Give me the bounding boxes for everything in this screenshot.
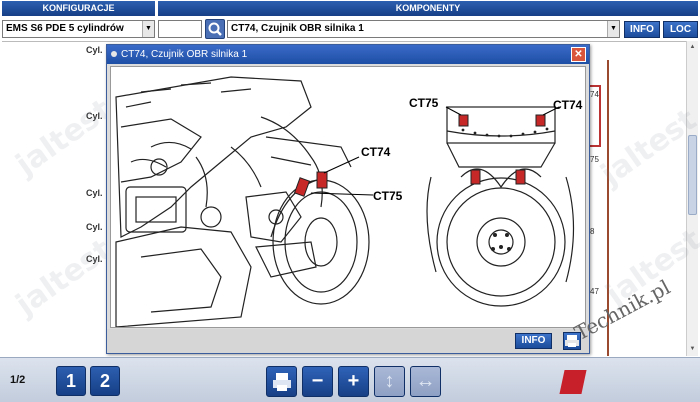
component-diagram (110, 66, 586, 328)
page-2-button[interactable]: 2 (90, 366, 120, 396)
page-1-button[interactable]: 1 (56, 366, 86, 396)
scroll-up-icon[interactable]: ▲ (689, 44, 696, 50)
cyl-label: Cyl. (86, 254, 103, 264)
chevron-down-icon[interactable]: ▼ (142, 21, 154, 37)
callout-ct74-right: CT74 (553, 98, 583, 112)
doc-number: 47 (590, 287, 599, 296)
component-dialog: CT74, Czujnik OBR silnika 1 ✕ (106, 44, 590, 354)
konfiguracje-header: KONFIGURACJE (2, 1, 155, 16)
scroll-down-icon[interactable]: ▼ (689, 346, 696, 352)
callout-ct75-left: CT75 (373, 189, 403, 203)
highlight-frame (585, 85, 601, 147)
cyl-label: Cyl. (86, 188, 103, 198)
fit-width-button[interactable]: ↔ (410, 366, 441, 397)
zoom-out-button[interactable]: − (302, 366, 333, 397)
zoom-in-button[interactable]: + (338, 366, 369, 397)
callout-ct75-right: CT75 (409, 96, 439, 110)
cyl-label: Cyl. (86, 111, 103, 121)
vertical-arrows-icon: ↕ (384, 370, 395, 392)
wiring-line (607, 60, 609, 356)
info-button[interactable]: INFO (624, 21, 660, 38)
configuration-select-value: EMS S6 PDE 5 cylindrów (6, 23, 124, 34)
callout-ct74-left: CT74 (361, 145, 391, 159)
engine-illustration (115, 76, 575, 327)
component-select-value: CT74, Czujnik OBR silnika 1 (231, 23, 364, 34)
scroll-thumb[interactable] (688, 135, 697, 215)
horizontal-arrows-icon: ↔ (415, 370, 436, 392)
plus-icon: + (347, 370, 360, 392)
cyl-label: Cyl. (86, 45, 103, 55)
close-button[interactable]: ✕ (571, 47, 586, 62)
dialog-info-button[interactable]: INFO (515, 333, 552, 349)
filter-input[interactable] (158, 20, 202, 38)
search-icon (208, 22, 222, 36)
cyl-label: Cyl. (86, 222, 103, 232)
doc-number: 75 (590, 155, 599, 164)
komponenty-header: KOMPONENTY (158, 1, 698, 16)
chevron-down-icon[interactable]: ▼ (607, 21, 619, 37)
configuration-select[interactable]: EMS S6 PDE 5 cylindrów ▼ (2, 20, 155, 38)
print-icon (565, 335, 579, 347)
dialog-title: CT74, Czujnik OBR silnika 1 (121, 49, 248, 60)
dialog-titlebar[interactable]: CT74, Czujnik OBR silnika 1 (107, 45, 589, 64)
page-indicator: 1/2 (10, 374, 26, 386)
doc-number: 8 (590, 227, 595, 236)
minus-icon: − (311, 370, 324, 392)
close-icon: ✕ (574, 49, 583, 60)
print-button[interactable] (266, 366, 297, 397)
dialog-footer (107, 329, 589, 353)
doc-number: 74 (590, 90, 599, 99)
component-select[interactable]: CT74, Czujnik OBR silnika 1 ▼ (227, 20, 620, 38)
window-icon (111, 51, 117, 57)
search-button[interactable] (205, 19, 225, 39)
printer-icon (272, 373, 291, 391)
dialog-print-button[interactable] (563, 332, 581, 350)
fit-height-button[interactable]: ↕ (374, 366, 405, 397)
loc-button[interactable]: LOC (663, 21, 698, 38)
